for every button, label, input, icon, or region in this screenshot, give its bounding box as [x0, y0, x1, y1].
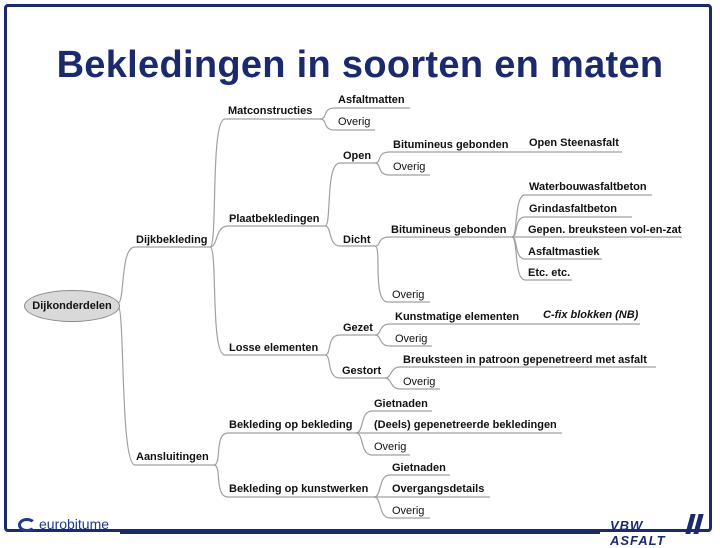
node-deels-gepenetreerd: (Deels) gepenetreerde bekledingen — [374, 419, 557, 431]
mindmap-root: Dijkonderdelen — [24, 290, 120, 322]
node-losse-elementen: Losse elementen — [229, 342, 319, 354]
footer-divider — [120, 530, 600, 534]
node-bitumineus-gebonden-open: Bitumineus gebonden — [393, 139, 509, 151]
node-overig-gestort: Overig — [403, 376, 436, 388]
node-overig-dicht: Overig — [392, 289, 425, 301]
node-kunstmatige-elementen: Kunstmatige elementen — [395, 311, 520, 323]
node-bekleding-op-bekleding: Bekleding op bekleding — [229, 419, 353, 431]
node-gepenetreerd: Gepen. breuksteen vol-en-zat — [528, 224, 682, 236]
node-gietnaden-1: Gietnaden — [374, 398, 428, 410]
node-plaatbekledingen: Plaatbekledingen — [229, 213, 320, 225]
eurobitume-logo: eurobitume — [18, 516, 109, 532]
node-gestort: Gestort — [342, 365, 382, 377]
node-dicht: Dicht — [343, 234, 371, 246]
node-asfaltmatten: Asfaltmatten — [338, 94, 405, 106]
node-overig-mat: Overig — [338, 116, 371, 128]
node-matconstructies: Matconstructies — [228, 105, 313, 117]
node-waterbouwasfaltbeton: Waterbouwasfaltbeton — [529, 181, 647, 193]
node-bitumineus-gebonden-dicht: Bitumineus gebonden — [391, 224, 507, 236]
node-overgangsdetails: Overgangsdetails — [392, 483, 485, 495]
node-overig-open: Overig — [393, 161, 426, 173]
node-overig-kw: Overig — [392, 505, 425, 517]
slide-title: Bekledingen in soorten en maten — [56, 44, 664, 86]
eurobitume-logo-text: eurobitume — [39, 516, 110, 532]
node-breuksteen-patroon: Breuksteen in patroon gepenetreerd met a… — [403, 354, 647, 366]
node-aansluitingen: Aansluitingen — [136, 451, 209, 463]
node-bekleding-op-kunstwerken: Bekleding op kunstwerken — [229, 483, 369, 495]
node-overig-bb: Overig — [374, 441, 407, 453]
vbw-asfalt-logo: VBW ASFALT — [610, 514, 704, 548]
node-open-steenasfalt: Open Steenasfalt — [529, 137, 619, 149]
node-grindasfaltbeton: Grindasfaltbeton — [529, 203, 618, 215]
node-asfaltmastiek: Asfaltmastiek — [528, 246, 600, 258]
node-dijkbekleding: Dijkbekleding — [136, 234, 208, 246]
node-open: Open — [343, 150, 372, 162]
node-gietnaden-2: Gietnaden — [392, 462, 446, 474]
node-overig-gezet: Overig — [395, 333, 428, 345]
node-etc: Etc. etc. — [528, 267, 571, 279]
eurobitume-mark-icon — [18, 518, 36, 532]
node-cfix-blokken: C-fix blokken (NB) — [543, 309, 639, 321]
node-gezet: Gezet — [343, 322, 373, 334]
